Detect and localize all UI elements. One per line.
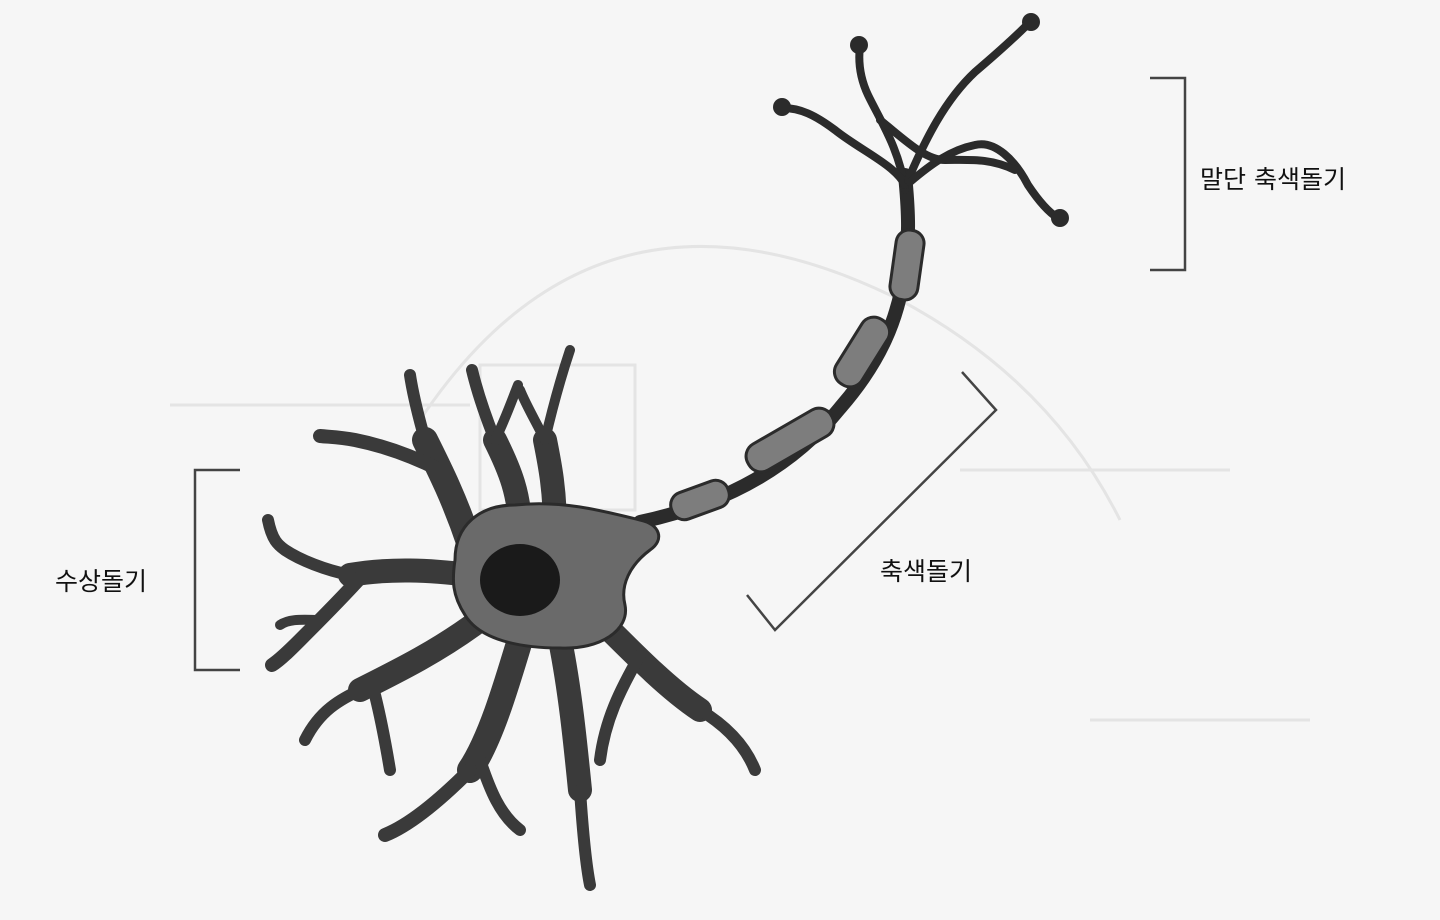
brackets [193,76,1187,672]
terminal-knob [850,36,868,54]
myelin-segment [669,478,731,522]
myelin-segment [888,228,926,302]
axon-terminal-bracket [1150,76,1187,272]
terminal-knob [1051,209,1069,227]
nucleus [480,544,560,616]
dendrite-bracket [193,468,240,672]
myelin-segment [832,315,892,389]
cell-body [451,502,661,650]
terminal-knob [1022,13,1040,31]
myelin-segment [744,406,836,474]
axon-terminal-branches [779,20,1062,222]
dendrite-label: 수상돌기 [55,567,148,596]
axon-label: 축색돌기 [880,557,973,586]
axon-bracket [746,371,998,632]
terminal-knob [773,98,791,116]
axon-terminal-label: 말단 축색돌기 [1200,165,1346,194]
axon-terminal-knobs [773,13,1069,227]
myelin-sheath [669,228,926,522]
